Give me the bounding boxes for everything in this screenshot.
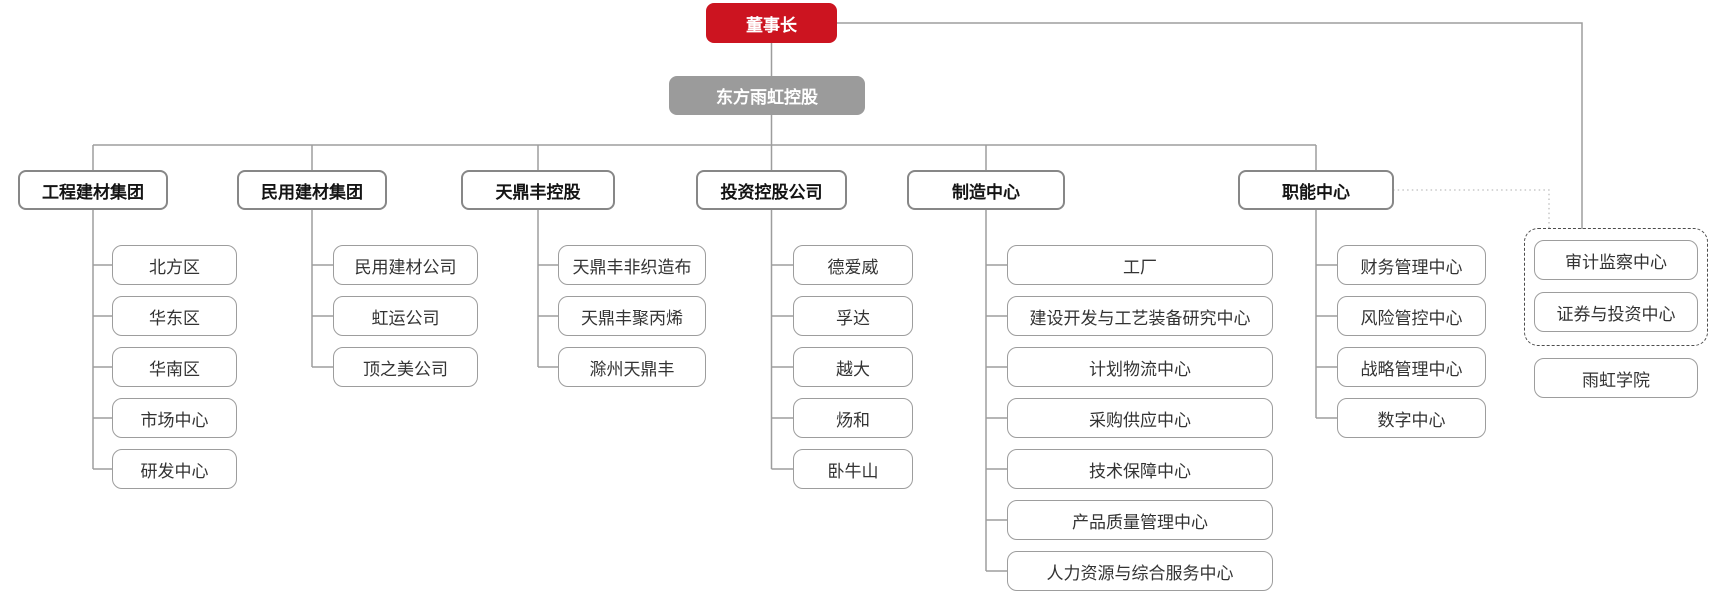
org-node: 技术保障中心 [1007, 449, 1273, 489]
org-node: 天鼎丰非织造布 [558, 245, 706, 285]
org-node: 财务管理中心 [1337, 245, 1486, 285]
org-node: 工厂 [1007, 245, 1273, 285]
org-node: 卧牛山 [793, 449, 913, 489]
node-civil-materials-group: 民用建材集团 [237, 170, 387, 210]
org-node: 顶之美公司 [333, 347, 478, 387]
node-functional-center: 职能中心 [1238, 170, 1394, 210]
org-node: 审计监察中心 [1534, 240, 1698, 280]
org-node: 数字中心 [1337, 398, 1486, 438]
node-chairman: 董事长 [706, 3, 837, 43]
org-node: 华南区 [112, 347, 237, 387]
org-node: 风险管控中心 [1337, 296, 1486, 336]
org-node: 建设开发与工艺装备研究中心 [1007, 296, 1273, 336]
org-node: 炀和 [793, 398, 913, 438]
board-direct-group [1524, 228, 1708, 346]
node-holding: 东方雨虹控股 [669, 76, 865, 115]
org-node: 人力资源与综合服务中心 [1007, 551, 1273, 591]
org-node: 天鼎丰聚丙烯 [558, 296, 706, 336]
node-investment-holdings: 投资控股公司 [696, 170, 847, 210]
org-node: 民用建材公司 [333, 245, 478, 285]
org-node: 滁州天鼎丰 [558, 347, 706, 387]
org-node: 市场中心 [112, 398, 237, 438]
org-node: 计划物流中心 [1007, 347, 1273, 387]
functional-boarddirect-dotted-line [1393, 189, 1550, 228]
org-node: 证券与投资中心 [1534, 292, 1698, 332]
org-node: 德爱威 [793, 245, 913, 285]
chairman-boarddirect-line [837, 22, 1583, 229]
node-tiandingfeng-holdings: 天鼎丰控股 [461, 170, 615, 210]
org-node: 虹运公司 [333, 296, 478, 336]
org-node: 北方区 [112, 245, 237, 285]
org-node: 孚达 [793, 296, 913, 336]
org-node: 产品质量管理中心 [1007, 500, 1273, 540]
org-node: 雨虹学院 [1534, 358, 1698, 398]
org-node: 越大 [793, 347, 913, 387]
org-node: 华东区 [112, 296, 237, 336]
org-node: 战略管理中心 [1337, 347, 1486, 387]
node-manufacturing-center: 制造中心 [907, 170, 1065, 210]
org-node: 研发中心 [112, 449, 237, 489]
org-node: 采购供应中心 [1007, 398, 1273, 438]
node-engineering-materials-group: 工程建材集团 [18, 170, 168, 210]
